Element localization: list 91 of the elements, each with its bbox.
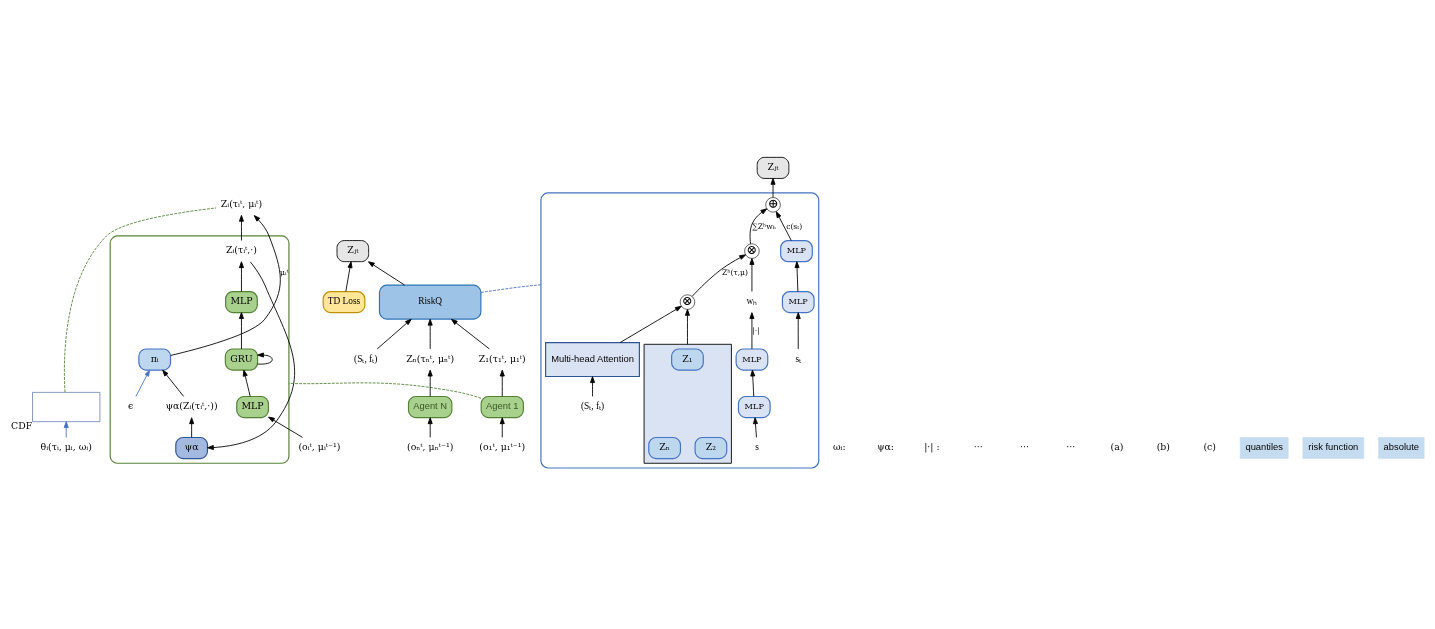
node-text: Zᵢ(τᵢᵗ,·) — [225, 243, 257, 255]
arrow — [775, 210, 792, 241]
arrow — [770, 177, 776, 198]
node-box: Zⱼₜ — [756, 156, 790, 179]
arrow — [238, 311, 244, 349]
node-box: MLP — [780, 239, 813, 262]
arrow — [451, 318, 490, 349]
label: ··· — [1019, 440, 1029, 452]
arrow — [749, 311, 755, 349]
arrow — [590, 375, 595, 397]
node-text: (oᵢᵗ, μᵢᵗ⁻¹) — [298, 440, 341, 452]
arrow — [499, 369, 505, 397]
legend-label: risk function — [1308, 441, 1359, 452]
arrow — [795, 311, 801, 349]
arrow — [238, 214, 244, 241]
arrow — [749, 207, 768, 244]
node-box: TD Loss — [322, 290, 366, 313]
arrow — [619, 305, 682, 343]
arrow — [794, 260, 800, 292]
arrow — [257, 352, 273, 365]
node-circle: ⊗ — [744, 243, 760, 259]
connector — [63, 207, 217, 393]
cluster — [109, 234, 290, 464]
cluster — [540, 191, 820, 469]
node-text: ψα(Zᵢ(τᵢᵗ,·)) — [165, 399, 218, 411]
node-box: Z₁ — [671, 347, 704, 371]
arrow — [499, 416, 505, 438]
label: (c) — [1203, 440, 1216, 452]
label: (a) — [1110, 440, 1124, 452]
arrow — [189, 416, 195, 438]
arrow — [749, 257, 755, 292]
arrow — [367, 260, 406, 285]
arrow — [242, 369, 251, 397]
cluster — [643, 343, 732, 464]
node-box: Z₂ — [694, 436, 728, 459]
arrow — [691, 253, 747, 297]
node-box: Agent 1 — [480, 395, 524, 418]
node-text: Zₙ(τₙᵗ, μₙᵗ) — [406, 352, 455, 364]
legend-label: absolute — [1383, 441, 1419, 452]
legend-label: quantiles — [1245, 441, 1283, 452]
node-box: MLP — [781, 290, 815, 313]
arrow — [63, 420, 69, 438]
node-circle: ⊗ — [679, 294, 696, 310]
node-box: Zⱼₜ — [336, 239, 370, 262]
arrow — [750, 369, 756, 397]
label: ψα: — [877, 440, 894, 452]
node-box: MLP — [225, 290, 258, 313]
node-box: Multi-head Attention — [545, 341, 640, 377]
node-text: (Sₜ, fₜ) — [580, 400, 605, 411]
node-box: RiskQ — [378, 284, 482, 320]
label: ··· — [1066, 440, 1076, 452]
node-box — [32, 391, 101, 422]
label: (b) — [1156, 440, 1171, 452]
connector — [288, 381, 482, 399]
node-box: Agent N — [407, 395, 453, 418]
arrow — [345, 260, 353, 292]
node-text: Z₁(τ₁ᵗ, μ₁ᵗ) — [478, 352, 526, 364]
node-text: θᵢ(τᵢ, μᵢ, ωᵢ) — [40, 440, 92, 452]
arrow — [268, 416, 303, 438]
label: ··· — [973, 440, 983, 452]
node-box: MLP — [735, 347, 769, 371]
arrow — [427, 416, 433, 438]
node-text: ϵ — [128, 399, 134, 411]
node-text: wₕ — [746, 295, 758, 306]
node-box: MLP — [236, 395, 269, 418]
arrow — [752, 416, 758, 438]
node-box: MLP — [737, 395, 771, 418]
connector — [480, 283, 542, 293]
node-text: Zᵢ(τᵢᵗ, μᵢᵗ) — [220, 197, 263, 209]
node-label: CDF — [11, 419, 33, 431]
node-circle: ⊕ — [765, 196, 781, 212]
arrow — [684, 308, 690, 345]
node-box: πᵢ — [138, 347, 172, 371]
node-text: (oₙᵗ, μₙᵗ⁻¹) — [406, 440, 454, 452]
arrow — [207, 260, 295, 450]
arrow — [162, 369, 185, 397]
node-box: ψα — [175, 436, 209, 459]
arrow — [238, 260, 244, 292]
arrow — [170, 214, 281, 356]
node-box: Zₙ — [648, 436, 681, 459]
arrow — [427, 318, 433, 349]
label: ωᵢ: — [832, 440, 846, 452]
node-text: sₜ — [795, 353, 802, 364]
node-box: GRU — [224, 347, 259, 371]
node-text: s — [755, 441, 760, 452]
node-text: (Sₜ, fₜ) — [354, 353, 378, 364]
label: |·| : — [924, 440, 940, 452]
arrow — [427, 369, 433, 397]
arrow — [376, 318, 412, 349]
node-text: (o₁ᵗ, μ₁ᵗ⁻¹) — [479, 440, 526, 452]
arrow — [135, 369, 150, 397]
